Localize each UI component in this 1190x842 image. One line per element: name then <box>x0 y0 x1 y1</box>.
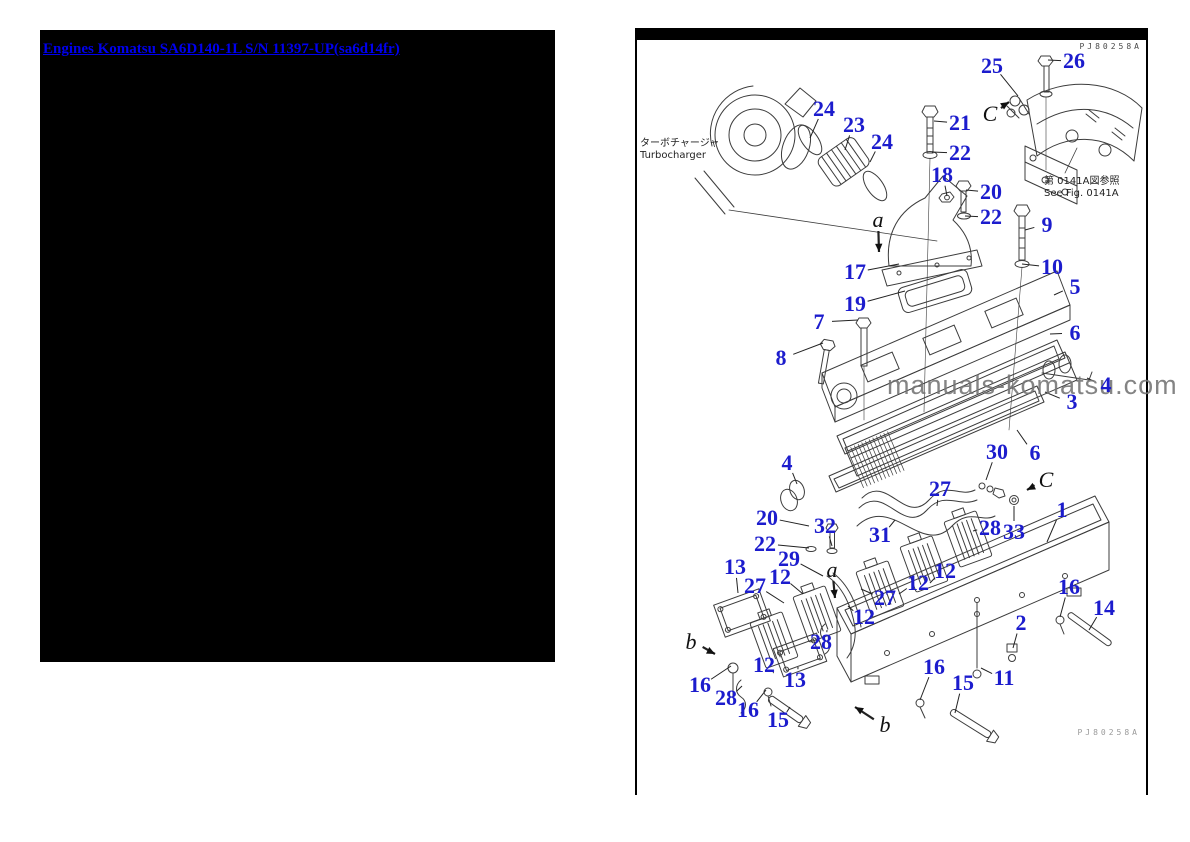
part-callout-22[interactable]: 22 <box>980 204 1002 229</box>
aftercooler-stack-art <box>821 270 1078 493</box>
bracket-art <box>1006 55 1143 205</box>
turbocharger-art <box>694 85 938 242</box>
view-label-C: C <box>982 101 998 126</box>
parts-diagram-panel: PJ80258A PJ80258A <box>635 28 1177 795</box>
part-callout-32[interactable]: 32 <box>814 513 836 538</box>
part-callout-11[interactable]: 11 <box>993 665 1015 690</box>
figure-reference-en: See Fig. 0141A <box>1044 188 1119 199</box>
part-callout-9[interactable]: 9 <box>1041 212 1053 237</box>
watermark-text: manuals-komatsu.com <box>887 370 1178 400</box>
part-callout-22[interactable]: 22 <box>754 531 776 556</box>
part-callout-4[interactable]: 4 <box>781 450 793 475</box>
part-callout-24[interactable]: 24 <box>813 96 835 121</box>
hose-clamp-art <box>797 124 888 202</box>
part-callout-22[interactable]: 22 <box>949 140 971 165</box>
view-label-b: b <box>879 712 891 737</box>
part-callout-30[interactable]: 30 <box>986 439 1008 464</box>
part-callout-16[interactable]: 16 <box>689 672 711 697</box>
figure-reference-label: 第 0141A図参照 See Fig. 0141A <box>1044 176 1119 200</box>
part-callout-27[interactable]: 27 <box>874 585 896 610</box>
part-callout-29[interactable]: 29 <box>778 546 800 571</box>
part-callout-12[interactable]: 12 <box>934 558 956 583</box>
plate-code-bottom: PJ80258A <box>1077 728 1140 737</box>
part-callout-13[interactable]: 13 <box>724 554 746 579</box>
part-callout-5[interactable]: 5 <box>1069 274 1081 299</box>
part-callout-20[interactable]: 20 <box>756 505 778 530</box>
part-callout-33[interactable]: 33 <box>1003 519 1025 544</box>
content-frame-black: Engines Komatsu SA6D140-1L S/N 11397-UP(… <box>40 30 555 662</box>
model-link[interactable]: Engines Komatsu SA6D140-1L S/N 11397-UP(… <box>43 41 400 57</box>
part-callout-31[interactable]: 31 <box>869 522 891 547</box>
view-label-C: C <box>1038 467 1054 492</box>
part-callout-13[interactable]: 13 <box>784 667 806 692</box>
turbocharger-label: ターボチャージャ Turbocharger <box>640 138 719 162</box>
figure-reference-jp: 第 0141A図参照 <box>1044 176 1120 187</box>
part-callout-23[interactable]: 23 <box>843 112 865 137</box>
part-callout-16[interactable]: 16 <box>923 654 945 679</box>
part-callout-12[interactable]: 12 <box>853 604 875 629</box>
part-callout-27[interactable]: 27 <box>929 476 951 501</box>
part-callout-6[interactable]: 6 <box>1029 440 1041 465</box>
turbocharger-label-jp: ターボチャージャ <box>640 138 720 149</box>
view-label-a: a <box>826 557 838 582</box>
fastener-art-top <box>921 105 1031 431</box>
part-callout-7[interactable]: 7 <box>813 309 825 334</box>
part-callout-15[interactable]: 15 <box>767 707 789 732</box>
part-callout-2[interactable]: 2 <box>1015 610 1027 635</box>
part-callout-1[interactable]: 1 <box>1056 497 1068 522</box>
part-callout-6[interactable]: 6 <box>1069 320 1081 345</box>
part-callout-18[interactable]: 18 <box>931 162 953 187</box>
part-callout-21[interactable]: 21 <box>949 110 971 135</box>
view-label-b: b <box>685 629 697 654</box>
part-callout-26[interactable]: 26 <box>1063 48 1085 73</box>
part-callout-14[interactable]: 14 <box>1093 595 1115 620</box>
part-callout-28[interactable]: 28 <box>810 629 832 654</box>
part-callout-27[interactable]: 27 <box>744 573 766 598</box>
part-callout-12[interactable]: 12 <box>769 564 791 589</box>
part-callout-12[interactable]: 12 <box>753 652 775 677</box>
nozzle-blocks-art <box>749 507 993 669</box>
plate-code-top: PJ80258A <box>1079 42 1142 51</box>
exploded-diagram-art <box>694 55 1143 744</box>
part-callout-10[interactable]: 10 <box>1041 254 1063 279</box>
part-callout-16[interactable]: 16 <box>737 697 759 722</box>
hardware-art <box>727 317 1112 744</box>
panel-top-bar <box>637 28 1146 40</box>
part-callout-28[interactable]: 28 <box>715 685 737 710</box>
view-label-a: a <box>872 207 884 232</box>
part-callout-20[interactable]: 20 <box>980 179 1002 204</box>
part-callout-25[interactable]: 25 <box>981 53 1003 78</box>
part-callout-16[interactable]: 16 <box>1058 574 1080 599</box>
part-callout-4[interactable]: 4 <box>1100 372 1112 397</box>
part-callout-24[interactable]: 24 <box>871 129 893 154</box>
part-callout-19[interactable]: 19 <box>844 291 866 316</box>
intake-elbow-art <box>881 175 983 313</box>
part-callout-15[interactable]: 15 <box>952 670 974 695</box>
housing-art <box>836 495 1110 685</box>
plates-art <box>713 588 828 678</box>
part-callout-12[interactable]: 12 <box>907 570 929 595</box>
turbocharger-label-en: Turbocharger <box>640 150 707 161</box>
part-callout-3[interactable]: 3 <box>1066 389 1078 414</box>
part-callout-28[interactable]: 28 <box>979 515 1001 540</box>
part-callout-8[interactable]: 8 <box>775 345 787 370</box>
part-callout-17[interactable]: 17 <box>844 259 866 284</box>
tubes-art <box>826 482 1019 659</box>
